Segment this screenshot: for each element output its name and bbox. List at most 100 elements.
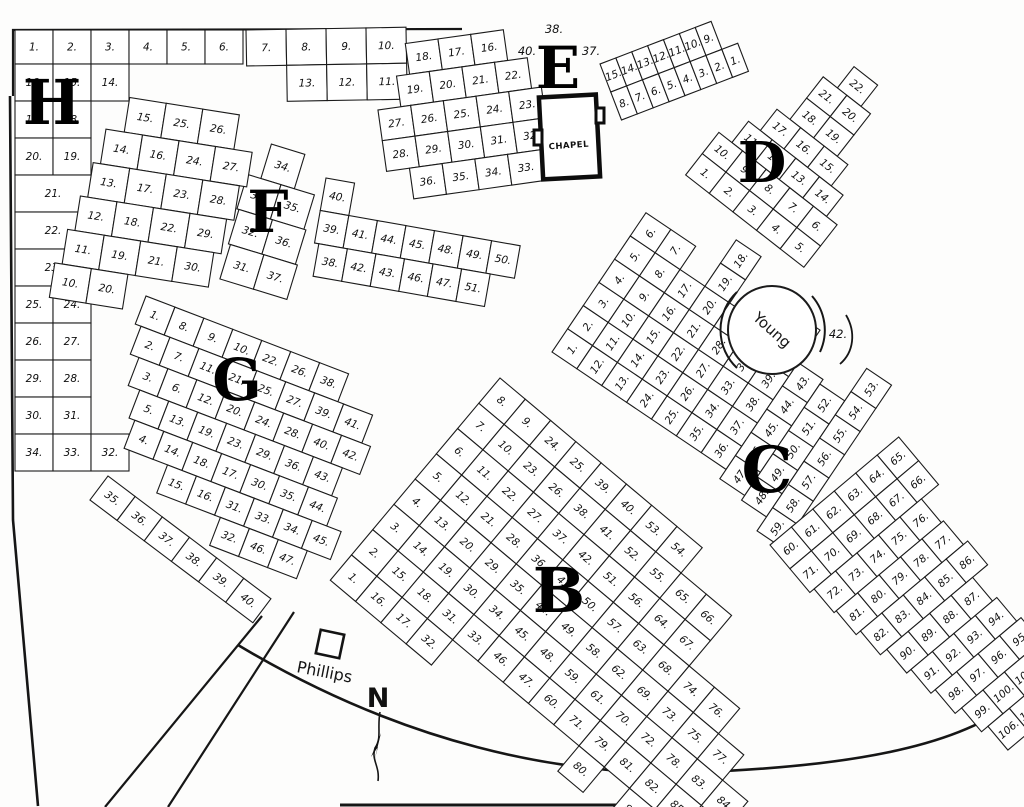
plot-H-34	[14, 433, 54, 472]
plot-number: 33.	[253, 510, 273, 527]
plot-number: 42.	[341, 447, 361, 464]
plot-number: 29.	[196, 227, 214, 241]
plot-D-5	[779, 226, 822, 269]
plot-number: 11.	[378, 76, 395, 88]
chapel-label: CHAPEL	[548, 140, 589, 153]
plot-number: 4.	[143, 42, 153, 54]
plot-number: 24.	[185, 154, 203, 168]
plot-number: 18.	[64, 114, 81, 126]
section-letter-E: E	[536, 34, 580, 102]
plot-number: 35.	[452, 170, 470, 184]
section-F: 34.33.35.32.36.31.37.15.25.26.14.16.24.2…	[48, 96, 521, 310]
phillips-square	[314, 628, 346, 660]
plot-number: 23.	[173, 188, 191, 202]
section-D: 22.21.20.18.19.17.16.15.11.12.13.14.10.9…	[684, 65, 879, 269]
young-outer-arc-west	[719, 291, 738, 369]
young-circle-road	[727, 285, 817, 375]
section-letter-H: H	[23, 66, 82, 139]
plot-number: 20.	[225, 402, 245, 419]
section-C-grid-1: 60.61.62.63.64.65.71.70.69.68.67.66.72.7…	[769, 436, 1024, 751]
plot-number: 41.	[343, 415, 363, 432]
plot-number: 11.	[74, 243, 92, 257]
plot-number: 14.	[163, 443, 183, 460]
plot-number: 28.	[283, 425, 303, 442]
young-circle: Young	[719, 285, 854, 375]
plot-number: 43.	[378, 266, 397, 281]
plot-number: 9.	[341, 41, 351, 53]
plot-F-51	[455, 268, 491, 308]
plot-number: 5.	[665, 78, 679, 93]
plot-number: 27.	[387, 116, 405, 130]
plot-number: 19.	[197, 424, 217, 441]
southwest-road-edge-1	[104, 615, 263, 807]
plot-number: 20.	[98, 282, 116, 296]
west-boundary-line	[8, 95, 40, 807]
plot-number: 34.	[26, 447, 43, 459]
plot-H-28	[52, 359, 92, 398]
plot-number: 15.	[136, 111, 154, 125]
plot-H-33	[52, 433, 92, 472]
plot-number-standalone: 42.	[829, 327, 847, 341]
plot-H-30	[14, 396, 54, 435]
plot-C-105	[1008, 689, 1024, 733]
plot-C-101	[1003, 653, 1024, 697]
plot-B-86	[607, 787, 656, 807]
section-G: 1.8.9.10.22.26.38.2.7.11.21.25.27.39.41.…	[123, 295, 374, 580]
section-E: 18.17.16.19.20.21.22.27.26.25.24.23.28.2…	[377, 20, 750, 200]
section-A-strip: 7.8.9.10.13.12.11.	[245, 26, 408, 102]
plot-number: 28.	[64, 373, 81, 385]
section-SW-strip: 35.36.37.38.39.40.	[89, 475, 272, 624]
plot-number-standalone: 37.	[582, 44, 600, 58]
plot-number: 5.	[142, 403, 156, 418]
plot-number: 31.	[224, 499, 244, 516]
plot-B-85	[654, 783, 703, 807]
plot-number: 26.	[209, 123, 227, 137]
plot-number: 15.	[604, 67, 624, 84]
plot-number: 8.	[301, 41, 311, 53]
plot-F-37	[252, 254, 299, 301]
compass-needle-head	[371, 733, 381, 762]
plot-number: 13.	[298, 77, 315, 89]
plot-number: 44.	[379, 232, 398, 247]
plot-number: 19.	[406, 83, 424, 97]
plot-number: 47.	[435, 276, 454, 291]
plot-number: 22.	[261, 352, 281, 369]
plot-number: 34.	[282, 521, 302, 538]
plot-number-standalone: 40.	[518, 44, 536, 58]
plot-number: 5.	[181, 42, 191, 54]
plot-number: 7.	[172, 350, 186, 365]
chapel-west-tab	[532, 128, 544, 147]
plot-number: 25.	[453, 107, 471, 121]
plot-number: 25.	[26, 299, 43, 311]
plot-number: 13.	[99, 176, 117, 190]
plot-number: 17.	[221, 465, 241, 482]
plot-number: 40.	[312, 436, 332, 453]
section-F-grid-2: 40.39.41.44.45.48.49.50.38.42.43.46.47.5…	[312, 177, 521, 308]
plot-number: 12.	[87, 209, 105, 223]
plot-number: 17.	[26, 114, 43, 126]
plot-H-3	[90, 29, 130, 65]
compass: N	[367, 683, 389, 782]
plot-number: 15.	[64, 77, 81, 89]
plots-layer: 1.2.3.4.5.6.16.15.14.17.18.20.19.21.22.2…	[14, 20, 1024, 807]
plot-number: 26.	[290, 363, 310, 380]
plot-number: 10.	[683, 36, 703, 53]
plot-number: 31.	[64, 410, 81, 422]
plot-C-86	[945, 540, 989, 584]
plot-number: 22.	[504, 69, 522, 83]
plot-number: 21.	[471, 73, 489, 87]
plot-number: 14.	[619, 61, 639, 78]
plot-number: 9.	[206, 331, 220, 346]
plot-number: 11.	[198, 360, 218, 377]
plot-F-20	[85, 267, 129, 310]
plot-number: 44.	[307, 498, 327, 515]
plot-number: 30.	[26, 410, 43, 422]
plot-G-45	[300, 519, 342, 561]
plot-B-32	[405, 617, 454, 666]
plot-number: 37.	[265, 269, 284, 285]
plot-H-31	[52, 396, 92, 435]
section-H-grid-0: 1.2.3.4.5.6.	[14, 29, 244, 65]
plot-number: 12.	[196, 391, 216, 408]
section-G-grid-0: 1.8.9.10.22.26.38.2.7.11.21.25.27.39.41.…	[123, 295, 374, 580]
